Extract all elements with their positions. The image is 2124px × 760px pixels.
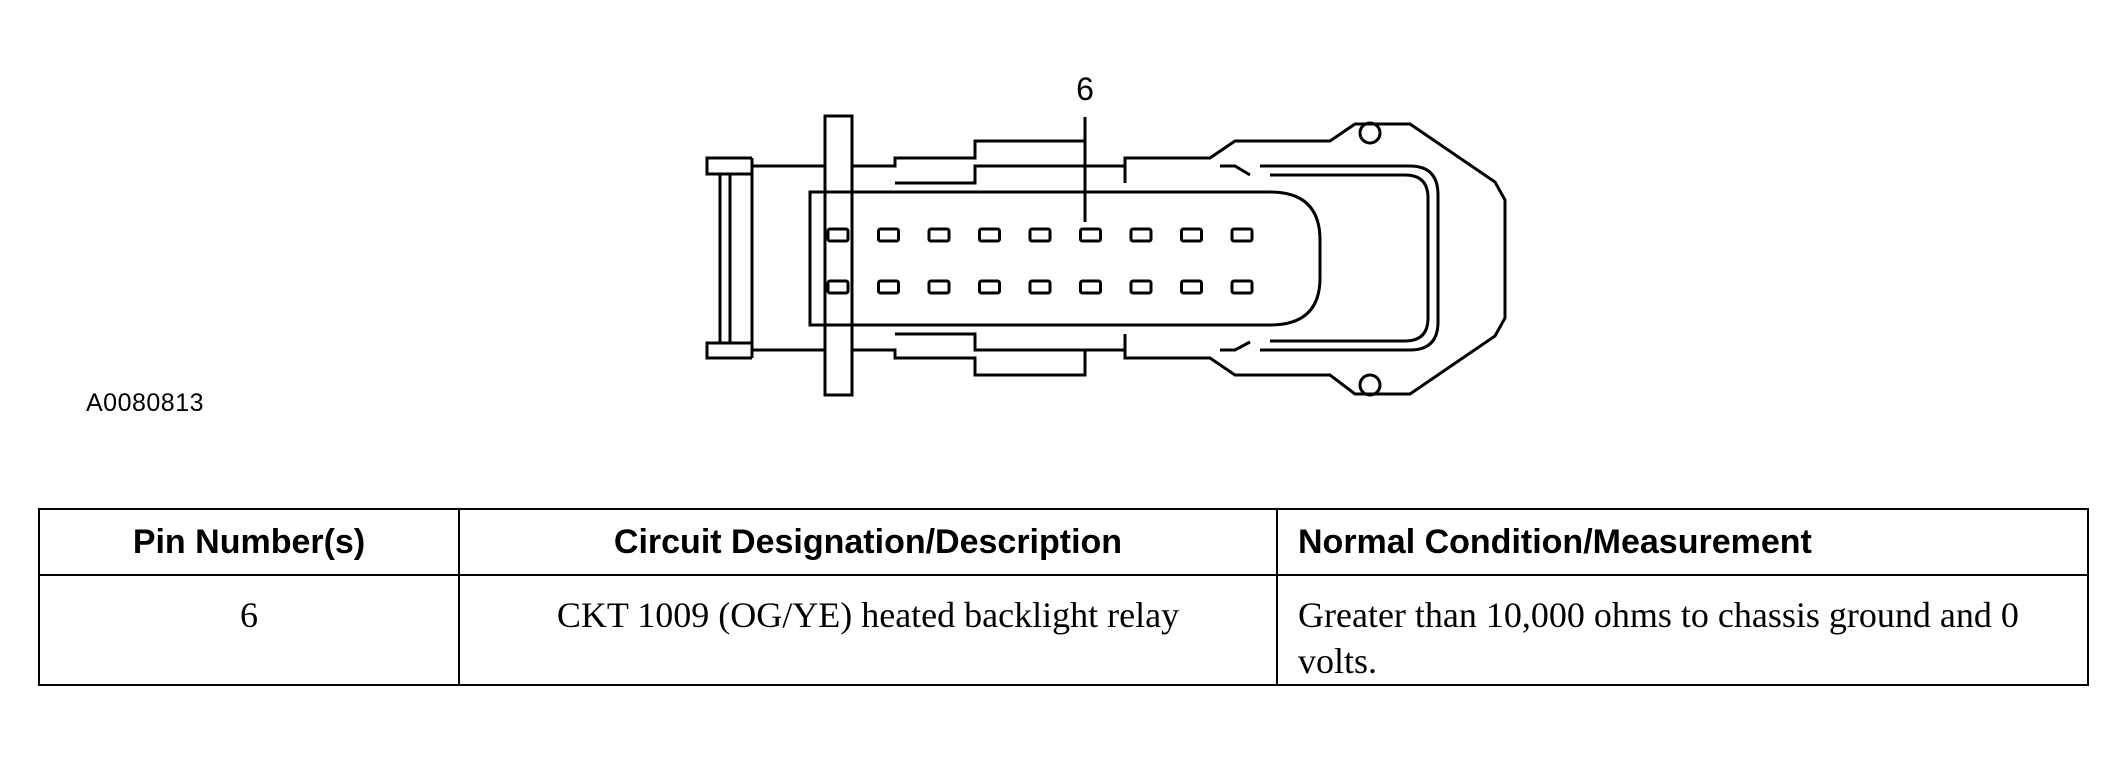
connector-pin xyxy=(1180,279,1203,295)
connector-pin xyxy=(877,279,900,295)
cell-pin-number: 6 xyxy=(38,574,460,686)
connector-pin xyxy=(1079,279,1102,295)
connector-bolt-hole xyxy=(1358,121,1382,145)
connector-pin xyxy=(1028,227,1052,243)
connector-inner-steps xyxy=(895,164,1251,352)
header-normal-condition: Normal Condition/Measurement xyxy=(1276,508,2089,576)
connector-pin xyxy=(826,279,850,295)
connector-pin xyxy=(927,227,951,243)
connector-pin xyxy=(1230,227,1254,243)
table-header-row: Pin Number(s) Circuit Designation/Descri… xyxy=(38,508,2089,576)
connector-left-body xyxy=(752,164,825,352)
connector-pin xyxy=(826,227,850,243)
connector-pin xyxy=(927,279,951,295)
connector-pins xyxy=(826,227,1254,295)
header-circuit-description: Circuit Designation/Description xyxy=(458,508,1278,576)
connector-pin xyxy=(1079,227,1102,243)
header-pin-numbers: Pin Number(s) xyxy=(38,508,460,576)
connector-bolt-hole xyxy=(1358,373,1382,397)
connector-cavity-outer xyxy=(1260,164,1440,352)
connector-left-latch xyxy=(705,156,754,360)
connector-pin xyxy=(1028,279,1052,295)
connector-pin xyxy=(1180,227,1203,243)
cell-circuit-description: CKT 1009 (OG/YE) heated backlight relay xyxy=(458,574,1278,686)
connector-pin xyxy=(877,227,900,243)
connector-pin xyxy=(978,279,1001,295)
connector-pin xyxy=(1129,279,1153,295)
connector-flange xyxy=(823,114,854,397)
connector-pin xyxy=(1230,279,1254,295)
table-row: 6 CKT 1009 (OG/YE) heated backlight rela… xyxy=(38,574,2089,686)
connector-pin-field xyxy=(808,190,1322,327)
connector-cavity-inner xyxy=(1270,173,1430,343)
figure-id: A0080813 xyxy=(86,389,205,417)
pin-table: Pin Number(s) Circuit Designation/Descri… xyxy=(38,508,2089,686)
cell-normal-condition: Greater than 10,000 ohms to chassis grou… xyxy=(1276,574,2089,686)
pin-callout-label: 6 xyxy=(1076,71,1094,107)
connector-pin xyxy=(1129,227,1153,243)
connector-pin xyxy=(978,227,1001,243)
